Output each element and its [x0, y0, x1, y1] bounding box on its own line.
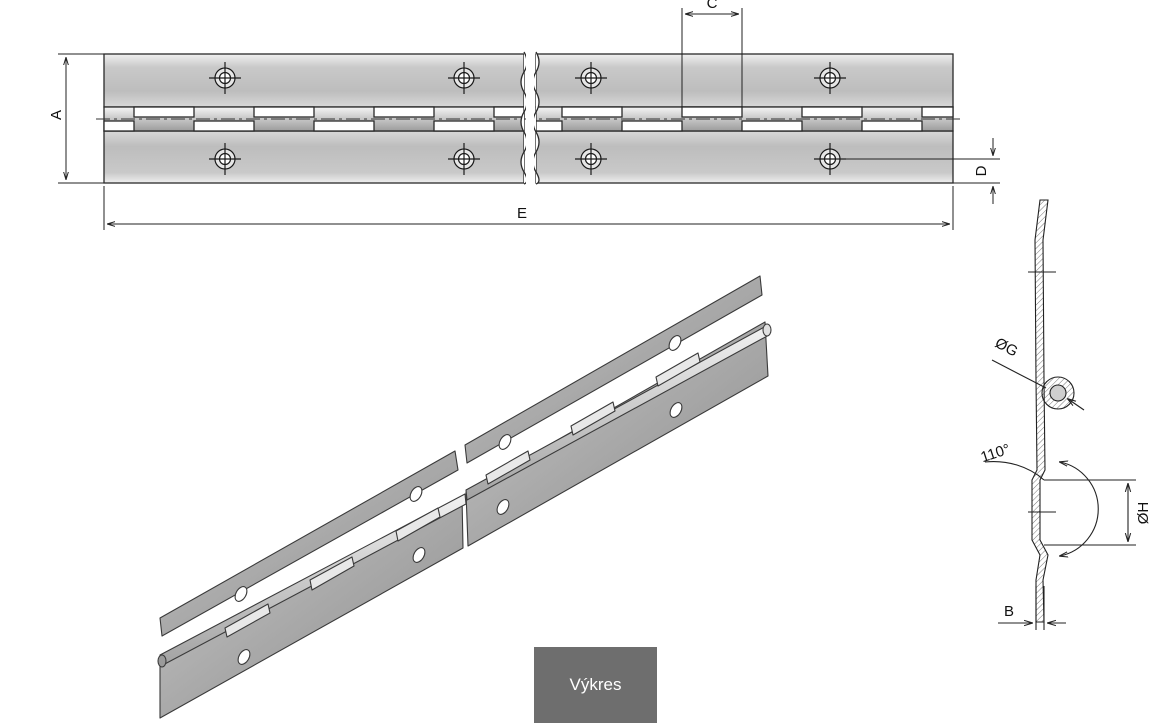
- side-section-view: [984, 199, 1136, 630]
- screw-hole: [448, 143, 480, 175]
- screw-hole: [209, 143, 241, 175]
- screw-hole: [575, 143, 607, 175]
- dim-label-b: B: [1004, 603, 1014, 620]
- dim-label-h: ØH: [1135, 502, 1152, 525]
- screw-holes: [209, 62, 846, 175]
- dim-label-a: A: [48, 110, 65, 120]
- dim-label-d: D: [973, 165, 990, 176]
- dim-label-g: ØG: [992, 335, 1021, 361]
- screw-hole: [814, 143, 846, 175]
- screw-hole: [575, 62, 607, 94]
- isometric-view: [157, 275, 772, 719]
- dimensions-top: [58, 8, 1000, 230]
- screw-hole: [209, 62, 241, 94]
- dim-label-c: C: [707, 0, 718, 12]
- screw-hole: [448, 62, 480, 94]
- front-view: [96, 50, 960, 186]
- screw-hole: [814, 62, 846, 94]
- vykres-button[interactable]: Výkres: [534, 647, 657, 723]
- dim-label-e: E: [517, 205, 527, 222]
